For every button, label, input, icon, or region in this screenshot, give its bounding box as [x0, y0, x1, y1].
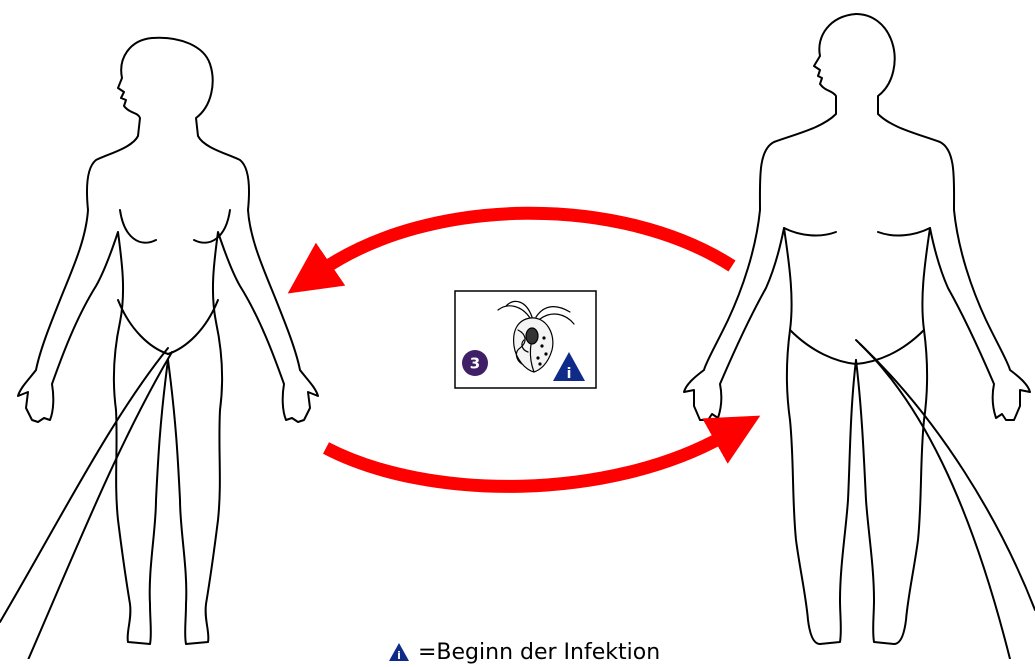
arrow-male-to-female — [322, 213, 732, 270]
female-body-outline — [0, 38, 318, 659]
stage-number-badge: 3 — [462, 350, 488, 376]
legend-triangle-icon: i — [388, 642, 410, 662]
stage-number: 3 — [470, 355, 480, 373]
info-glyph: i — [567, 366, 572, 382]
svg-text:i: i — [397, 649, 401, 662]
legend-text: =Beginn der Infektion — [418, 640, 660, 665]
legend: i =Beginn der Infektion — [388, 637, 660, 667]
arrow-female-to-male — [326, 436, 724, 486]
male-body-outline — [684, 14, 1035, 659]
stage-panel: 3 i — [455, 291, 596, 388]
